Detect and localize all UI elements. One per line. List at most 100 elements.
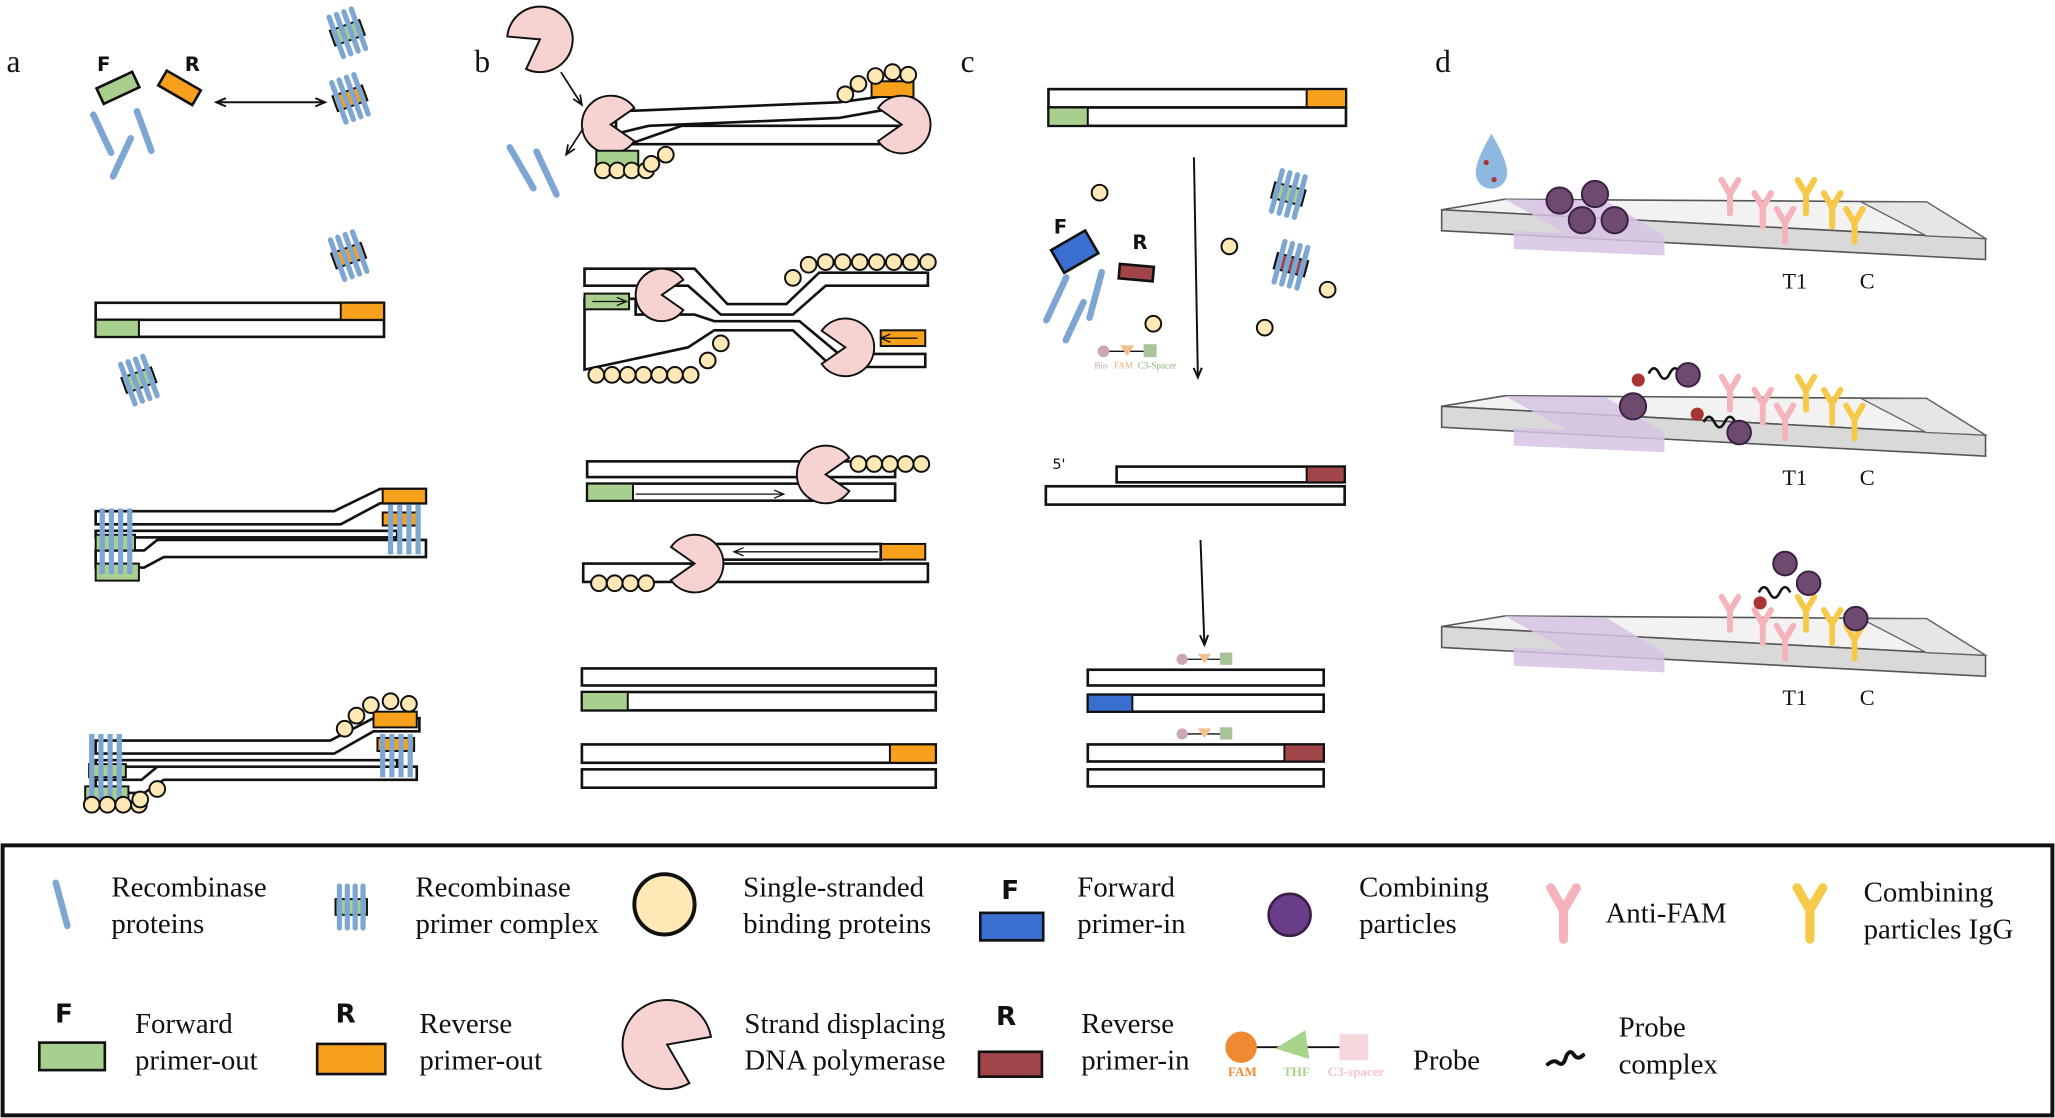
antibody-shape <box>1794 373 1818 413</box>
dna-strand-top <box>94 487 428 526</box>
recombinase-primer-complex-icon <box>1268 168 1308 220</box>
ssb-icon <box>1220 237 1239 256</box>
ssb-legend-icon <box>632 872 697 937</box>
dna-strand-bottom <box>94 538 428 569</box>
polymerase-body <box>795 444 851 505</box>
recombinase-stick <box>327 237 348 282</box>
ssb-icon <box>587 366 606 384</box>
igg-antibody-icon <box>1820 607 1844 646</box>
antibody-shape <box>1751 190 1774 230</box>
igg-antibody-icon <box>1820 386 1844 426</box>
igg-antibody-icon <box>1843 402 1866 442</box>
recombinase-stick <box>1291 174 1308 220</box>
recombinase-primer-complex-icon <box>326 6 369 60</box>
drop-dot <box>1491 176 1497 183</box>
dna-strand <box>1044 484 1346 506</box>
legend-r-letter-in: R <box>996 1002 1016 1032</box>
primer-segment <box>1305 465 1346 484</box>
c-label-1: C <box>1860 268 1875 293</box>
recombinase-protein-icon <box>506 144 537 192</box>
probe-bio <box>1176 653 1188 665</box>
ssb-icon <box>594 161 612 180</box>
dna-strand-top <box>94 716 421 755</box>
ssb-icon <box>866 67 885 85</box>
ssb-icon <box>1144 314 1163 333</box>
legend-f-letter-in: F <box>1001 876 1019 906</box>
legend-c3: C3-spacer <box>1328 1064 1385 1079</box>
dna-strand <box>580 743 938 765</box>
recombinase-stick <box>349 229 370 274</box>
antibody-shape <box>1751 386 1774 426</box>
ssb-icon <box>784 269 802 287</box>
probe-complex-legend-icon <box>1545 1050 1586 1067</box>
recombinase-stick <box>1294 244 1311 291</box>
arrowhead <box>1199 634 1210 648</box>
ssb-icon <box>799 255 818 274</box>
arrowhead <box>314 97 328 108</box>
ssb-icon <box>919 253 937 271</box>
panel-label-a: a <box>7 44 21 79</box>
reverse-primer-in-legend-icon <box>977 1050 1044 1078</box>
recombinase-stick <box>1284 172 1301 218</box>
reverse-label-a: R <box>185 53 200 76</box>
legend-recombinase-1: Recombinase <box>111 871 266 903</box>
forward-primer-in-icon <box>1049 228 1101 275</box>
dna-strand <box>580 690 938 712</box>
recombinase-stick <box>109 135 135 180</box>
probe-icon <box>1176 727 1233 740</box>
ssb-icon <box>881 455 899 473</box>
polymerase-body <box>506 5 574 74</box>
polymerase-icon <box>634 267 685 323</box>
dna-invaded-strand <box>94 758 399 769</box>
primer-segment <box>94 318 140 338</box>
recombinase-primer-complex-icon <box>334 883 368 931</box>
recombinase-stick <box>118 361 138 407</box>
ssb-icon <box>381 692 400 711</box>
anti-fam-antibody-icon <box>1751 607 1774 646</box>
ssb-icon <box>347 706 366 725</box>
arrowhead <box>564 144 576 157</box>
antibody-shape <box>1718 373 1742 413</box>
legend-fout-1: Forward <box>135 1008 233 1040</box>
primer-segment <box>888 743 937 764</box>
arrowhead <box>213 97 227 108</box>
recombinase-stick <box>1286 242 1303 289</box>
dna-strand <box>581 562 930 584</box>
recombinase-stick <box>1043 274 1070 324</box>
ssb-icon <box>681 366 700 384</box>
primer-segment <box>339 301 385 321</box>
legend-pol-1: Strand displacing <box>744 1008 945 1040</box>
legend-rout-1: Reverse <box>419 1008 512 1040</box>
ssb-icon <box>608 161 627 180</box>
ssb-icon <box>850 253 869 271</box>
recombinase-stick <box>533 148 560 198</box>
probe-spacer <box>1220 727 1233 740</box>
ssb-icon <box>666 366 684 384</box>
recombinase-protein-icon <box>1086 268 1106 321</box>
probe-fam <box>1120 345 1135 356</box>
ssb-icon <box>698 351 717 370</box>
polymerase-icon <box>795 444 851 505</box>
c3-spacer-legend-icon <box>1339 1034 1369 1061</box>
ssb-icon <box>833 253 852 271</box>
probe-label-bio: Bio <box>1094 360 1108 370</box>
absorbent-pad <box>1860 201 1989 240</box>
combining-particle-icon <box>1600 206 1629 235</box>
legend-rin-2: primer-in <box>1081 1044 1189 1076</box>
anti-fam-antibody-icon <box>1751 190 1774 230</box>
anti-fam-antibody-icon <box>1773 205 1797 245</box>
legend-fin-2: primer-in <box>1077 908 1185 940</box>
legend-probe: Probe <box>1413 1044 1480 1076</box>
primer-segment <box>1047 106 1089 127</box>
panel-label-b: b <box>474 44 490 79</box>
probe-icon <box>1176 652 1233 665</box>
combining-particle-icon <box>1795 570 1822 597</box>
combining-particle-icon <box>1618 392 1648 421</box>
primer-rect <box>1049 228 1101 275</box>
fam-dot <box>1631 373 1645 387</box>
recombinase-protein-icon <box>1062 298 1087 344</box>
primer-rect <box>1117 262 1156 283</box>
primer-segment <box>372 710 418 729</box>
legend-antifam: Anti-FAM <box>1605 898 1726 930</box>
